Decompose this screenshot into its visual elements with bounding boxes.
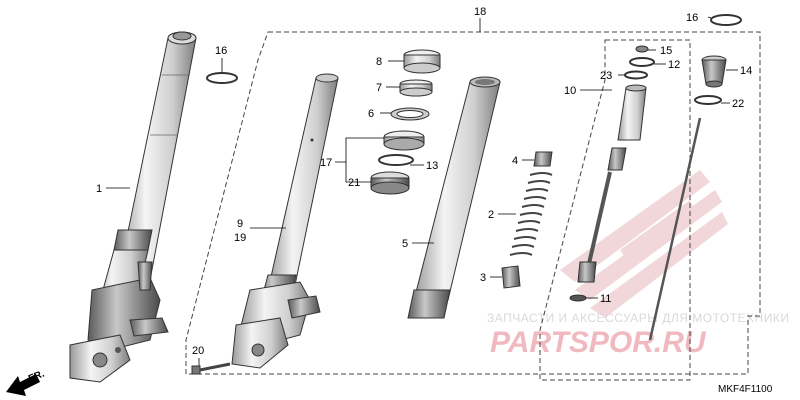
bushing-8 [403, 49, 441, 74]
leader-lines [106, 16, 738, 366]
callout-14: 14 [740, 65, 752, 77]
damper-cartridge-10 [569, 84, 647, 302]
front-direction-arrow: FR. [6, 368, 46, 396]
clip-13 [378, 154, 414, 166]
inner-tube-5 [407, 76, 501, 319]
callout-16-left: 16 [215, 45, 227, 57]
fork-leg-9 [231, 73, 339, 369]
cap-bolt-14 [701, 55, 727, 88]
dust-seal-21 [370, 171, 410, 195]
rod [648, 117, 702, 341]
washer-6 [390, 107, 430, 121]
callout-3: 3 [480, 272, 486, 284]
o-ring-16-top [710, 14, 742, 26]
bushing-7 [399, 79, 433, 97]
callout-16-top: 16 [686, 12, 698, 24]
callout-4: 4 [512, 155, 518, 167]
callout-22: 22 [732, 98, 744, 110]
callout-13: 13 [426, 160, 438, 172]
callout-18: 18 [474, 6, 486, 18]
callout-5: 5 [402, 238, 408, 250]
callout-6: 6 [368, 108, 374, 120]
callout-17: 17 [320, 157, 332, 169]
watermark-brand: PARTSPOR.RU [490, 326, 707, 359]
callout-1: 1 [96, 183, 102, 195]
o-ring-22 [694, 95, 722, 105]
collar-3 [501, 265, 521, 289]
callout-11: 11 [600, 293, 611, 305]
bolt-20 [191, 362, 231, 375]
watermark-tagline: ЗАПЧАСТИ И АКСЕССУАРЫ ДЛЯ МОТОТЕХНИКИ [487, 311, 789, 325]
callout-23: 23 [600, 70, 612, 82]
washer-15 [635, 45, 649, 53]
callout-10: 10 [564, 85, 576, 97]
spring-2 [509, 172, 553, 256]
callout-7: 7 [376, 82, 382, 94]
front-label: FR. [27, 368, 46, 384]
callout-2: 2 [488, 209, 494, 221]
callout-8: 8 [376, 56, 382, 68]
callout-9: 9 [237, 218, 243, 230]
callout-20: 20 [192, 345, 204, 357]
ring-12 [629, 57, 655, 67]
o-ring-16-left [206, 72, 238, 84]
diagram-code: MKF4F1100 [718, 384, 773, 395]
assembly-outline-10 [539, 39, 691, 381]
wing-emblem-watermark [560, 170, 728, 318]
o-ring-23 [624, 70, 648, 80]
assembly-outline-18 [185, 31, 761, 375]
fork-assembly-1 [69, 31, 197, 383]
callout-15: 15 [660, 45, 672, 57]
callout-19: 19 [234, 232, 246, 244]
oil-seal-17 [383, 130, 425, 151]
callout-12: 12 [668, 59, 680, 71]
callout-21: 21 [348, 177, 360, 189]
spring-seat-4 [533, 151, 553, 167]
